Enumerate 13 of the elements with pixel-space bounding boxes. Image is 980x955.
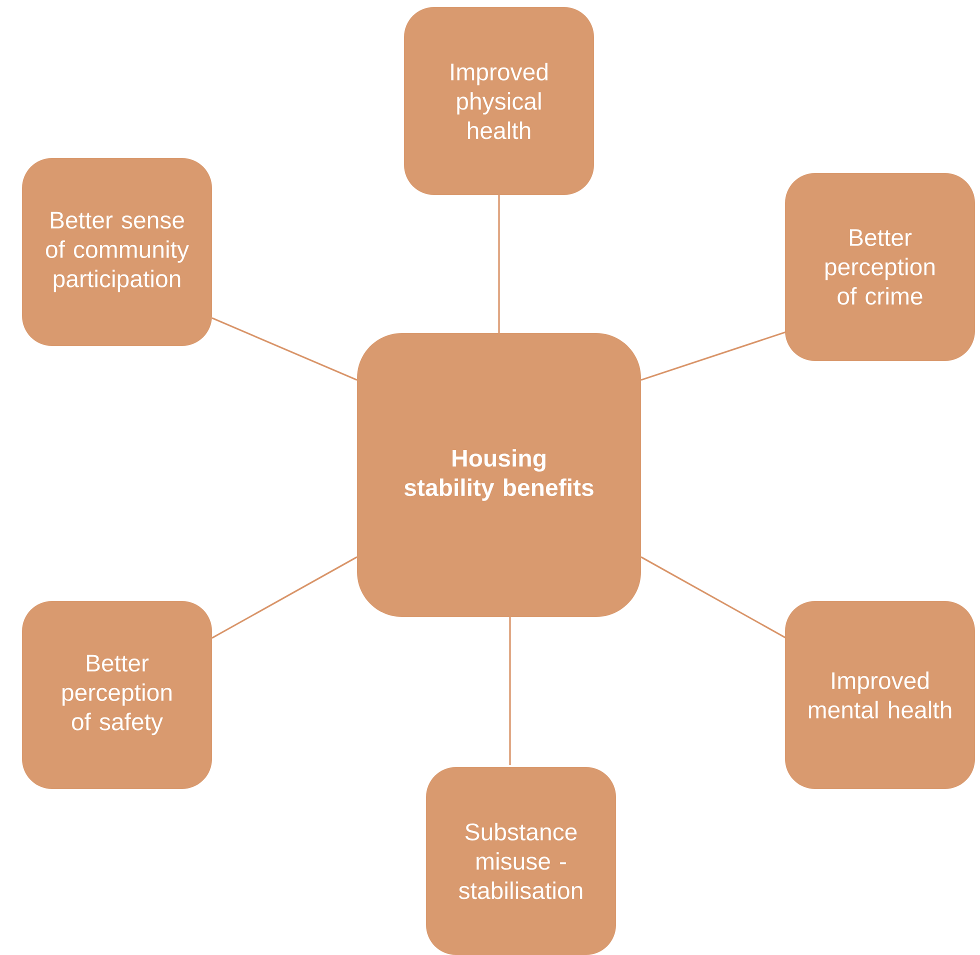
connector-line (640, 556, 786, 639)
benefit-box: Better sense of community participation (22, 158, 212, 346)
benefit-box: Improved mental health (785, 601, 975, 789)
connector-line (640, 331, 786, 381)
benefit-box: Improved physical health (404, 7, 594, 195)
connector-line (212, 556, 358, 639)
connector-line (212, 317, 358, 381)
benefit-box: Substance misuse - stabilisation (426, 767, 616, 955)
benefit-box: Better perception of safety (22, 601, 212, 789)
connector-line (509, 617, 511, 765)
center-box: Housing stability benefits (357, 333, 641, 617)
connector-line (498, 195, 500, 333)
benefit-box: Better perception of crime (785, 173, 975, 361)
